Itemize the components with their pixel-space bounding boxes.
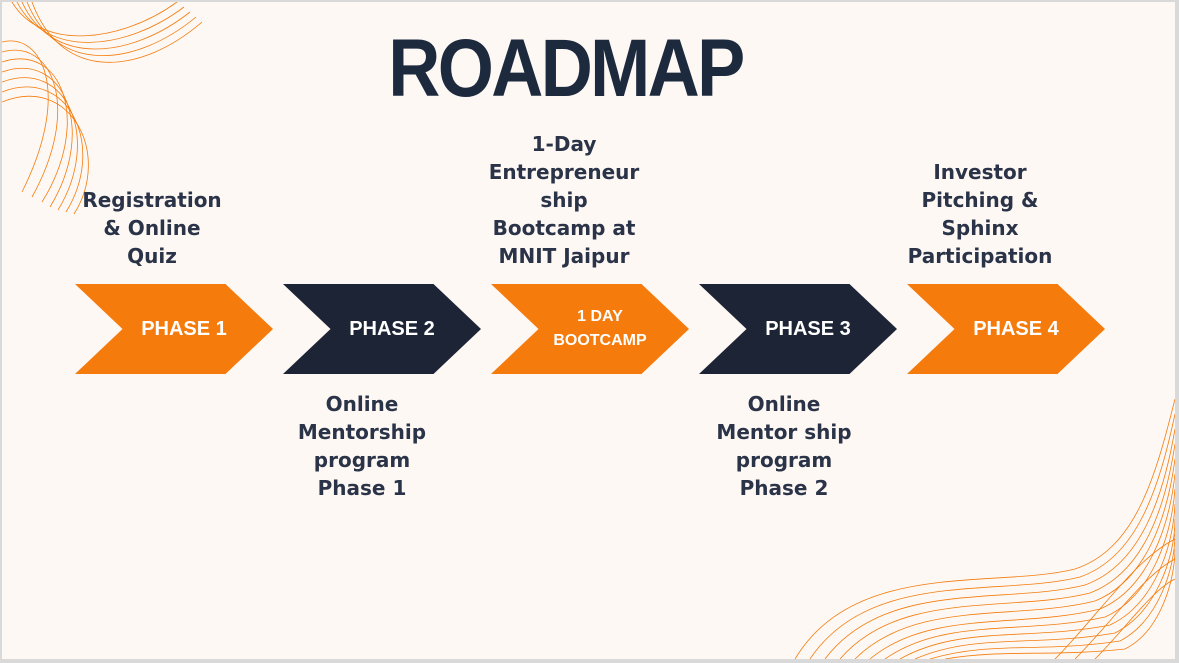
page-title: ROADMAP [388,23,745,114]
phase-2-label: PHASE 2 [349,318,435,340]
phase-4-caption: Investor Pitching & Sphinx Participation [907,160,1053,268]
bootcamp-caption: 1-Day Entrepreneur ship Bootcamp at MNIT… [488,132,640,268]
phase-2-chevron: PHASE 2 [283,284,481,374]
bootcamp-chevron: 1 DAY BOOTCAMP [491,284,689,374]
bootcamp-label: 1 DAY BOOTCAMP [553,308,647,349]
phase-1-label: PHASE 1 [141,318,227,340]
phase-4-chevron: PHASE 4 [907,284,1105,374]
phase-1-caption: Registration & Online Quiz [82,188,222,268]
phase-3-chevron: PHASE 3 [699,284,897,374]
phase-2-caption: Online Mentorship program Phase 1 [297,392,427,500]
phase-1-chevron: PHASE 1 [75,284,273,374]
phase-4-label: PHASE 4 [973,318,1059,340]
phase-3-caption: Online Mentor ship program Phase 2 [716,392,852,500]
phase-3-label: PHASE 3 [765,318,851,340]
